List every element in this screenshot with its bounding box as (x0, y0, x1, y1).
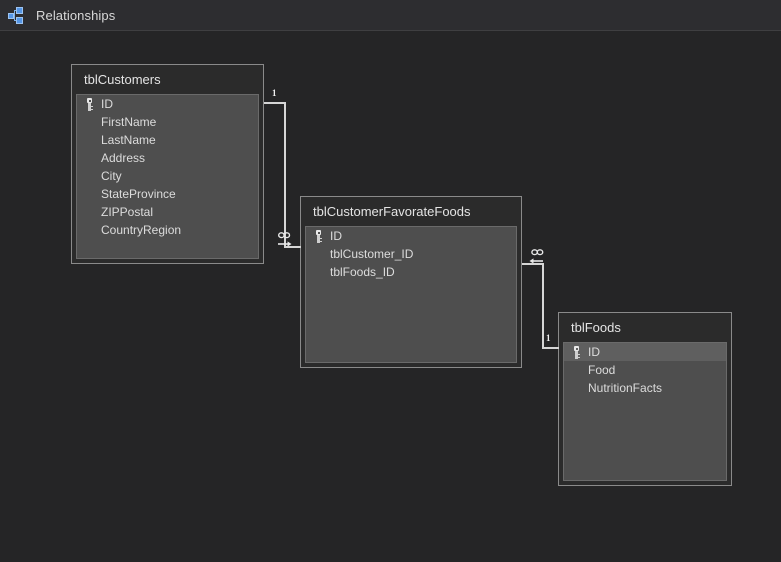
table-name: tblFoods (571, 319, 621, 335)
field-name: FirstName (101, 115, 157, 129)
key-slot-empty (81, 223, 101, 237)
relationship-line-segment (264, 102, 285, 104)
field-name: City (101, 169, 122, 183)
table-name: tblCustomerFavorateFoods (313, 203, 471, 219)
cardinality-many-icon (527, 248, 545, 264)
field-row[interactable]: StateProvince (77, 185, 258, 203)
field-name: NutritionFacts (588, 381, 663, 395)
table-window-tblcustomers[interactable]: tblCustomers ID FirstName LastName Addre… (71, 64, 264, 264)
field-row[interactable]: CountryRegion (77, 221, 258, 239)
field-row[interactable]: City (77, 167, 258, 185)
key-slot-empty (310, 247, 330, 261)
field-name: ZIPPostal (101, 205, 154, 219)
cardinality-one-label: 1 (272, 88, 277, 98)
field-name: tblFoods_ID (330, 265, 395, 279)
key-slot-empty (568, 363, 588, 377)
field-row[interactable]: ID (77, 95, 258, 113)
key-slot-empty (81, 205, 101, 219)
field-name: tblCustomer_ID (330, 247, 414, 261)
document-tab-bar: Relationships (0, 0, 781, 31)
key-slot-empty (81, 151, 101, 165)
field-name: ID (330, 229, 342, 243)
primary-key-icon (81, 97, 101, 111)
relationships-icon (8, 6, 26, 24)
table-name: tblCustomers (84, 71, 161, 87)
field-row[interactable]: ZIPPostal (77, 203, 258, 221)
table-title-bar[interactable]: tblCustomerFavorateFoods (301, 197, 521, 225)
field-row[interactable]: Address (77, 149, 258, 167)
relationship-line-segment (522, 263, 544, 265)
table-field-list[interactable]: ID FirstName LastName Address City State… (76, 94, 259, 259)
field-row[interactable]: NutritionFacts (564, 379, 726, 397)
cardinality-many-icon (277, 231, 295, 247)
tab-label-relationships[interactable]: Relationships (36, 7, 116, 23)
primary-key-icon (568, 345, 588, 359)
table-field-list[interactable]: ID tblCustomer_ID tblFoods_ID (305, 226, 517, 363)
field-row[interactable]: tblCustomer_ID (306, 245, 516, 263)
field-name: StateProvince (101, 187, 176, 201)
table-window-tblcustomerfavoratefoods[interactable]: tblCustomerFavorateFoods ID tblCustomer_… (300, 196, 522, 368)
key-slot-empty (310, 265, 330, 279)
field-name: Food (588, 363, 616, 377)
table-window-tblfoods[interactable]: tblFoods ID Food NutritionFacts (558, 312, 732, 486)
primary-key-icon (310, 229, 330, 243)
field-name: CountryRegion (101, 223, 182, 237)
field-row[interactable]: LastName (77, 131, 258, 149)
table-title-bar[interactable]: tblFoods (559, 313, 731, 341)
key-slot-empty (81, 115, 101, 129)
key-slot-empty (568, 381, 588, 395)
key-slot-empty (81, 133, 101, 147)
field-name: Address (101, 151, 146, 165)
cardinality-one-label: 1 (546, 333, 551, 343)
key-slot-empty (81, 169, 101, 183)
field-row[interactable]: FirstName (77, 113, 258, 131)
field-name: LastName (101, 133, 156, 147)
table-title-bar[interactable]: tblCustomers (72, 65, 263, 93)
field-name: ID (101, 97, 113, 111)
relationship-line-segment (542, 263, 544, 349)
field-row[interactable]: tblFoods_ID (306, 263, 516, 281)
table-field-list[interactable]: ID Food NutritionFacts (563, 342, 727, 481)
relationship-line-segment (542, 347, 559, 349)
key-slot-empty (81, 187, 101, 201)
relationship-line-segment (284, 102, 286, 248)
field-row[interactable]: ID (306, 227, 516, 245)
field-row[interactable]: Food (564, 361, 726, 379)
field-name: ID (588, 345, 600, 359)
relationship-line-segment (284, 246, 301, 248)
field-row-selected[interactable]: ID (564, 343, 726, 361)
relationships-canvas[interactable]: tblCustomers ID FirstName LastName Addre… (0, 31, 781, 562)
